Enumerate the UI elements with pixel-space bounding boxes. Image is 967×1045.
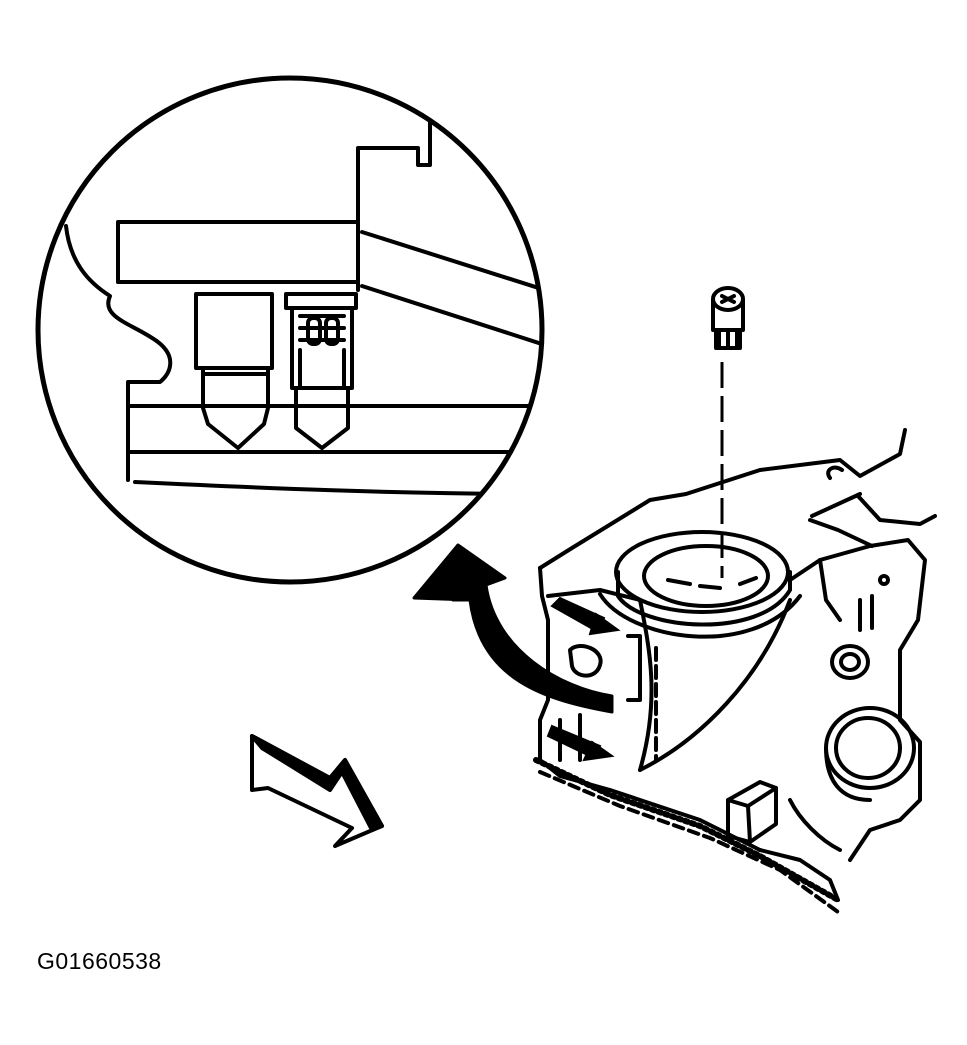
housing-left-edge — [538, 566, 612, 792]
diagonal-line-2 — [360, 284, 543, 347]
detail-magnifier — [35, 75, 545, 585]
upper-casting-outline — [116, 93, 432, 284]
dowel-pin — [194, 292, 274, 450]
diagonal-line-1 — [360, 230, 543, 292]
engine-housing — [538, 428, 937, 902]
housing-top-edge — [538, 428, 907, 570]
sensor-plug — [711, 286, 745, 350]
figure-id-label: G01660538 — [37, 948, 162, 974]
front-direction-arrow — [250, 734, 384, 848]
detail-sensor — [284, 292, 358, 450]
callout-arrow — [412, 543, 614, 714]
left-wall-outline — [64, 224, 173, 482]
feature-pointer-arrows — [546, 596, 621, 762]
bore-boss — [598, 530, 802, 639]
magnifier-ring — [35, 75, 545, 585]
base-edge-texture — [533, 757, 841, 914]
